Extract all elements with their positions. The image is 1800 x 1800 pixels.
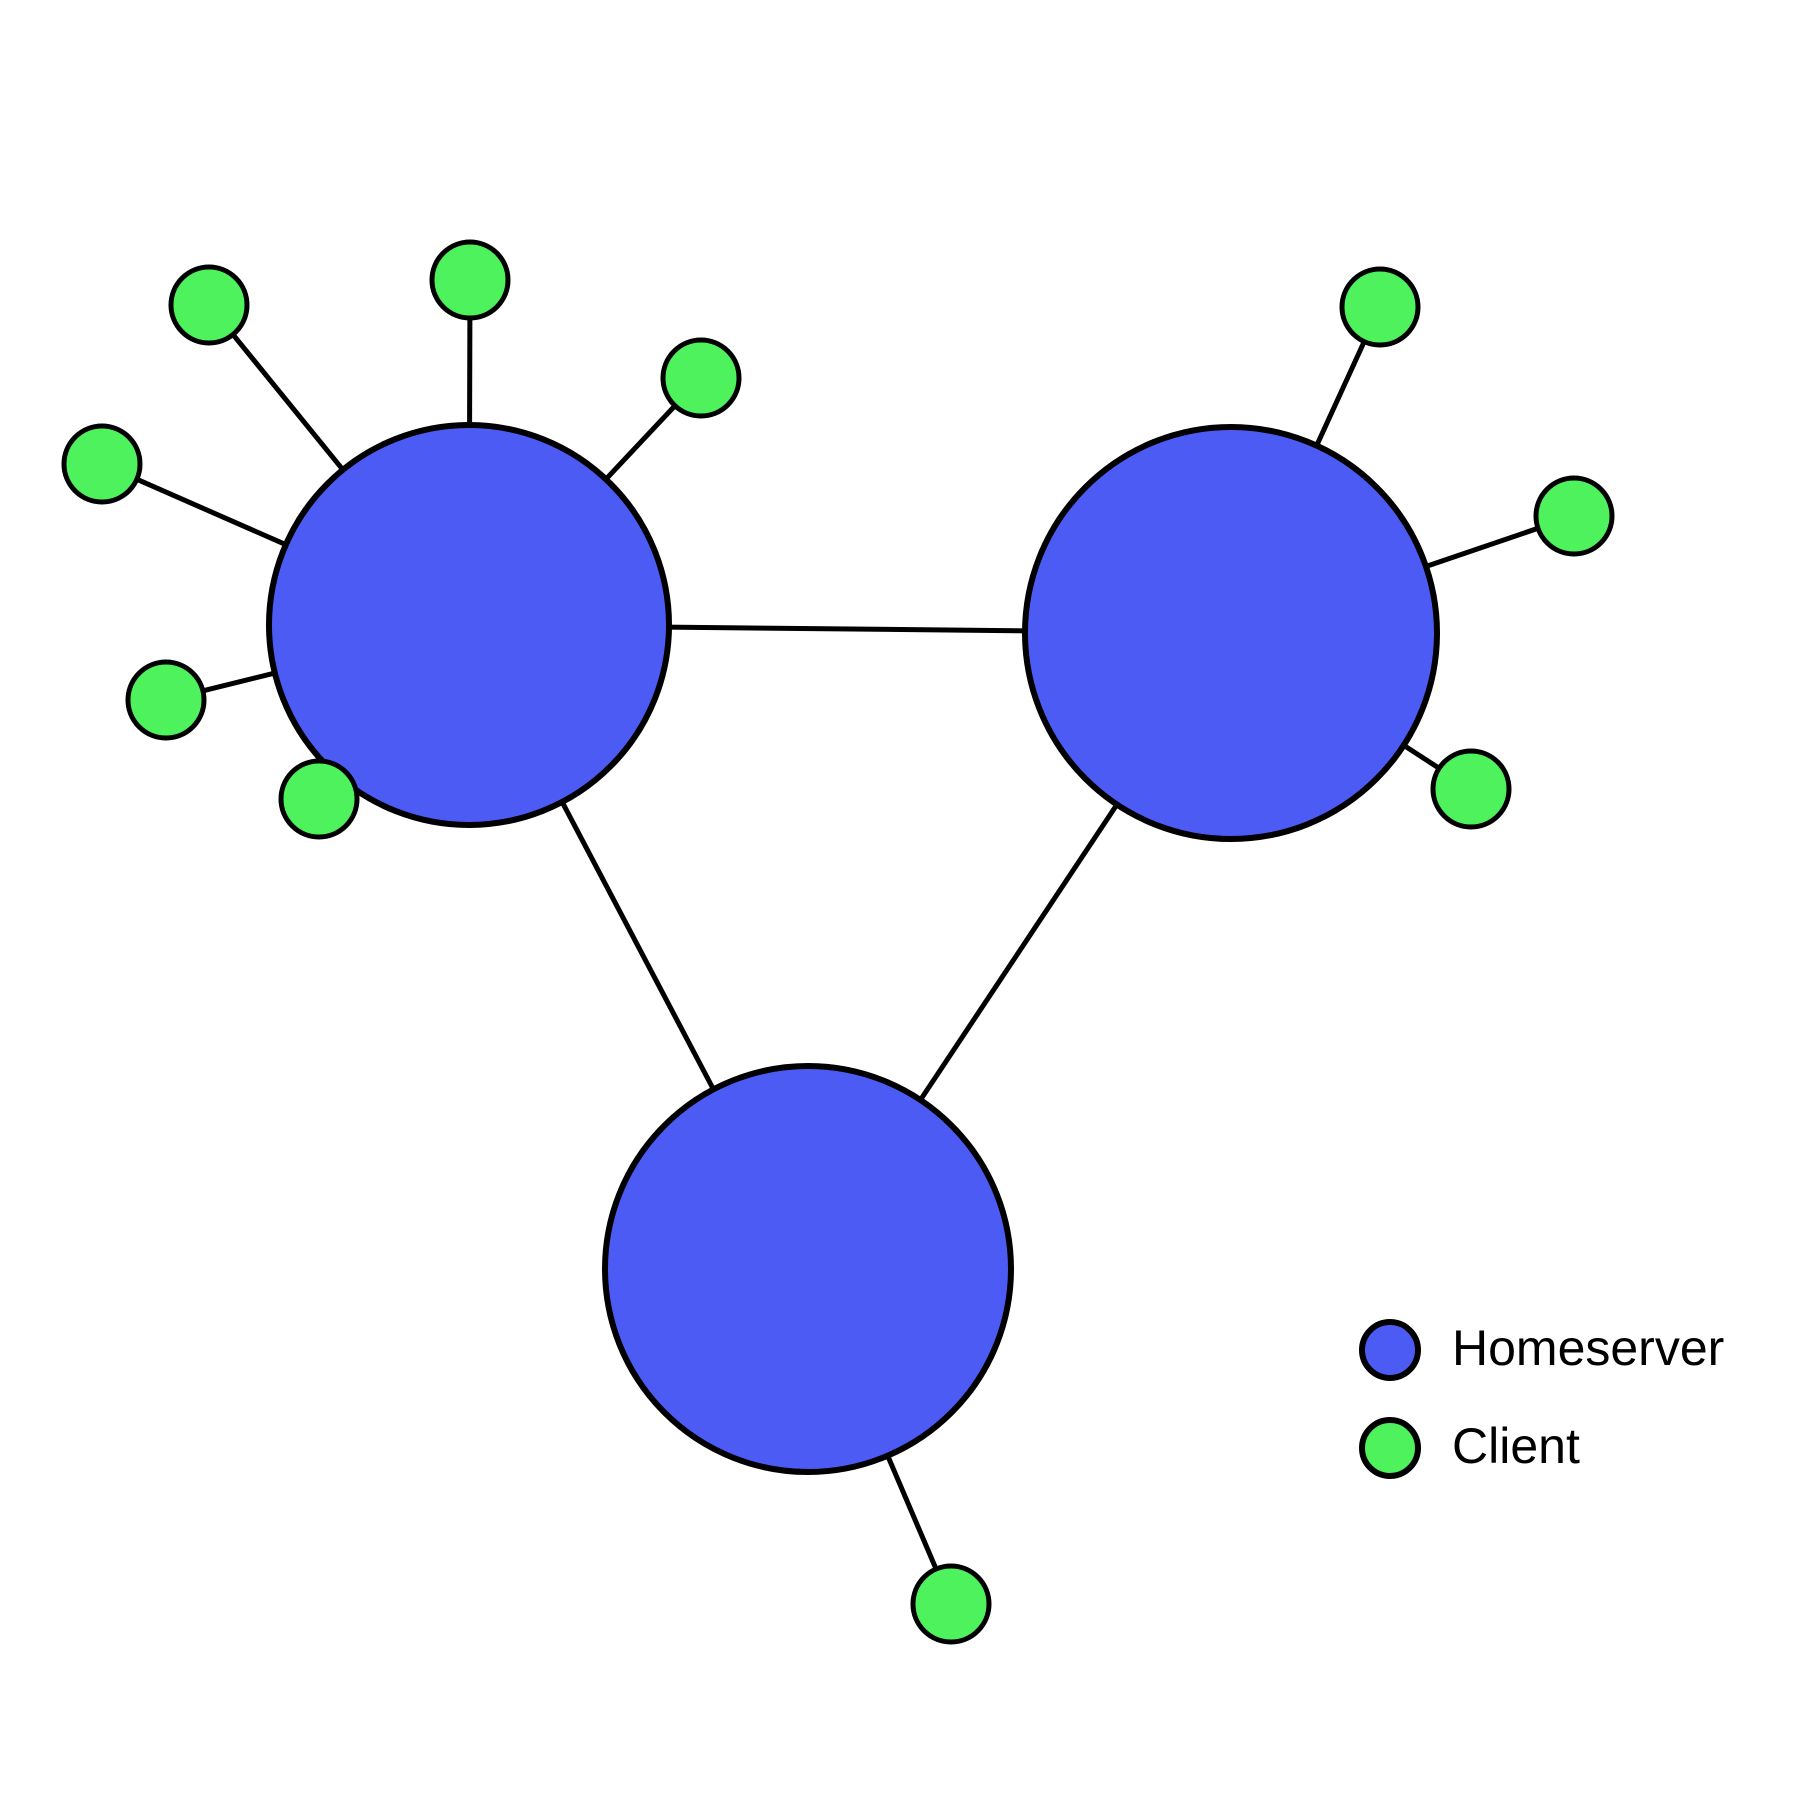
client-node[interactable] [429,239,511,321]
legend-swatch-icon [1359,1417,1421,1479]
homeserver-node[interactable] [602,1063,1014,1475]
legend-label: Homeserver [1452,1320,1724,1376]
legend-swatch-icon [1359,1319,1421,1381]
legend-item-client[interactable]: Client [1359,1417,1580,1479]
client-edge [200,670,278,694]
homeserver-node[interactable] [1022,424,1440,842]
client-edge [602,402,679,483]
client-node[interactable] [61,423,143,505]
client-node[interactable] [1430,748,1512,830]
client-edge [1400,742,1443,772]
client-node[interactable] [278,758,360,840]
legend-item-homeserver[interactable]: Homeserver [1359,1319,1724,1381]
federation-edge [666,624,1028,634]
edges-layer [133,315,1541,1572]
client-edge [1423,525,1541,570]
federation-edge [917,801,1121,1104]
nodes-layer [61,239,1615,1645]
client-node[interactable] [910,1563,992,1645]
client-node[interactable] [168,264,250,346]
federation-edge [559,799,717,1093]
client-edge [133,476,289,548]
client-node[interactable] [1533,475,1615,557]
client-edge [884,1452,940,1572]
client-node[interactable] [1339,266,1421,348]
homeserver-node[interactable] [266,422,672,828]
client-edge [1313,338,1368,449]
legend-label: Client [1452,1418,1580,1474]
client-node[interactable] [125,659,207,741]
client-edge [229,331,347,473]
client-node[interactable] [660,337,742,419]
